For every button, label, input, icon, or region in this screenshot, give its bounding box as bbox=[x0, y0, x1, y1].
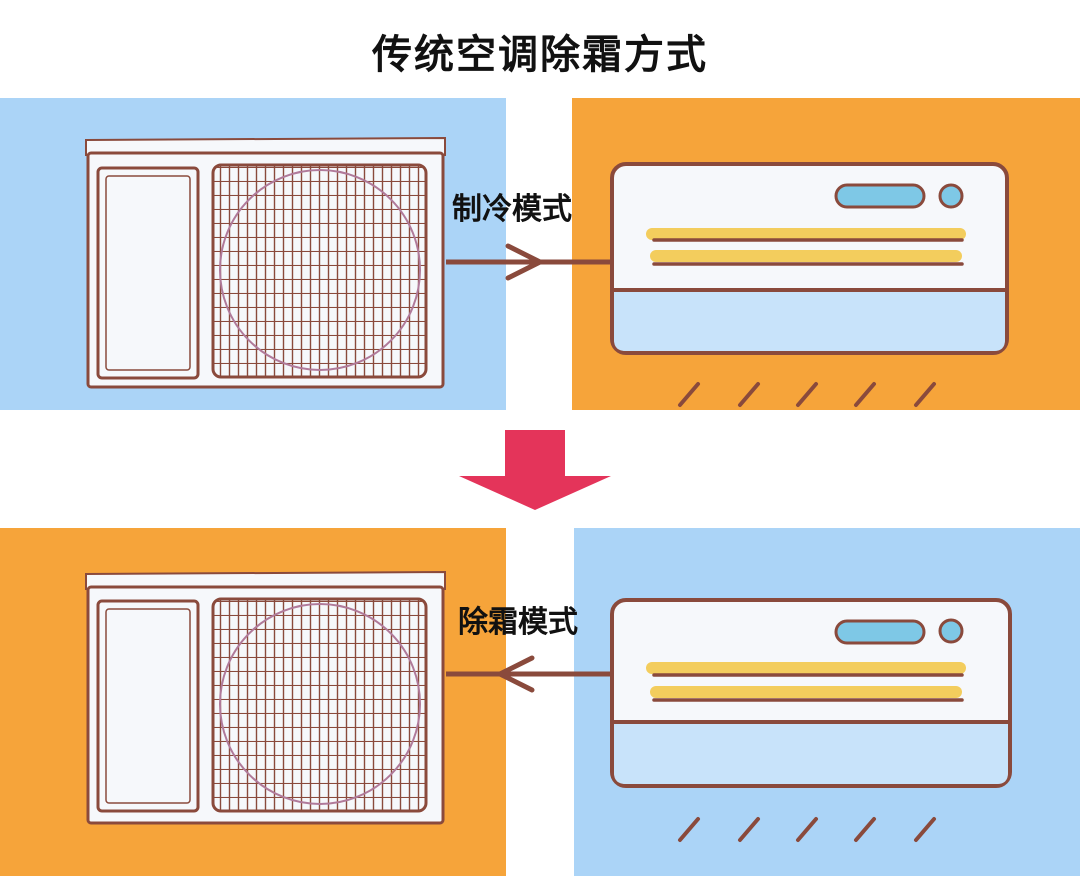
scene-defrost bbox=[0, 528, 1080, 876]
display-indicator bbox=[834, 619, 926, 645]
outdoor-side-panel bbox=[96, 599, 200, 813]
power-indicator bbox=[938, 183, 964, 209]
down-arrow-icon bbox=[459, 430, 611, 510]
outdoor-unit bbox=[85, 570, 446, 825]
outdoor-unit bbox=[85, 136, 446, 389]
airflow-lines bbox=[678, 817, 936, 842]
airflow-lines bbox=[678, 382, 936, 407]
fan-grille bbox=[211, 597, 428, 813]
indoor-unit bbox=[610, 598, 1012, 788]
scene-cooling bbox=[0, 98, 1080, 410]
power-indicator bbox=[938, 618, 964, 644]
indoor-unit bbox=[610, 162, 1009, 355]
fan-grille bbox=[211, 163, 428, 379]
mode-label-cooling: 制冷模式 bbox=[452, 192, 572, 227]
arrow-outdoor-to-indoor bbox=[446, 243, 610, 281]
fan-icon bbox=[219, 169, 421, 371]
fan-icon bbox=[219, 603, 421, 805]
arrow-indoor-to-outdoor bbox=[446, 655, 610, 693]
mode-label-defrost: 除霜模式 bbox=[458, 605, 578, 640]
page-title: 传统空调除霜方式 bbox=[372, 32, 708, 78]
display-indicator bbox=[834, 183, 926, 209]
outdoor-side-panel bbox=[96, 166, 200, 380]
